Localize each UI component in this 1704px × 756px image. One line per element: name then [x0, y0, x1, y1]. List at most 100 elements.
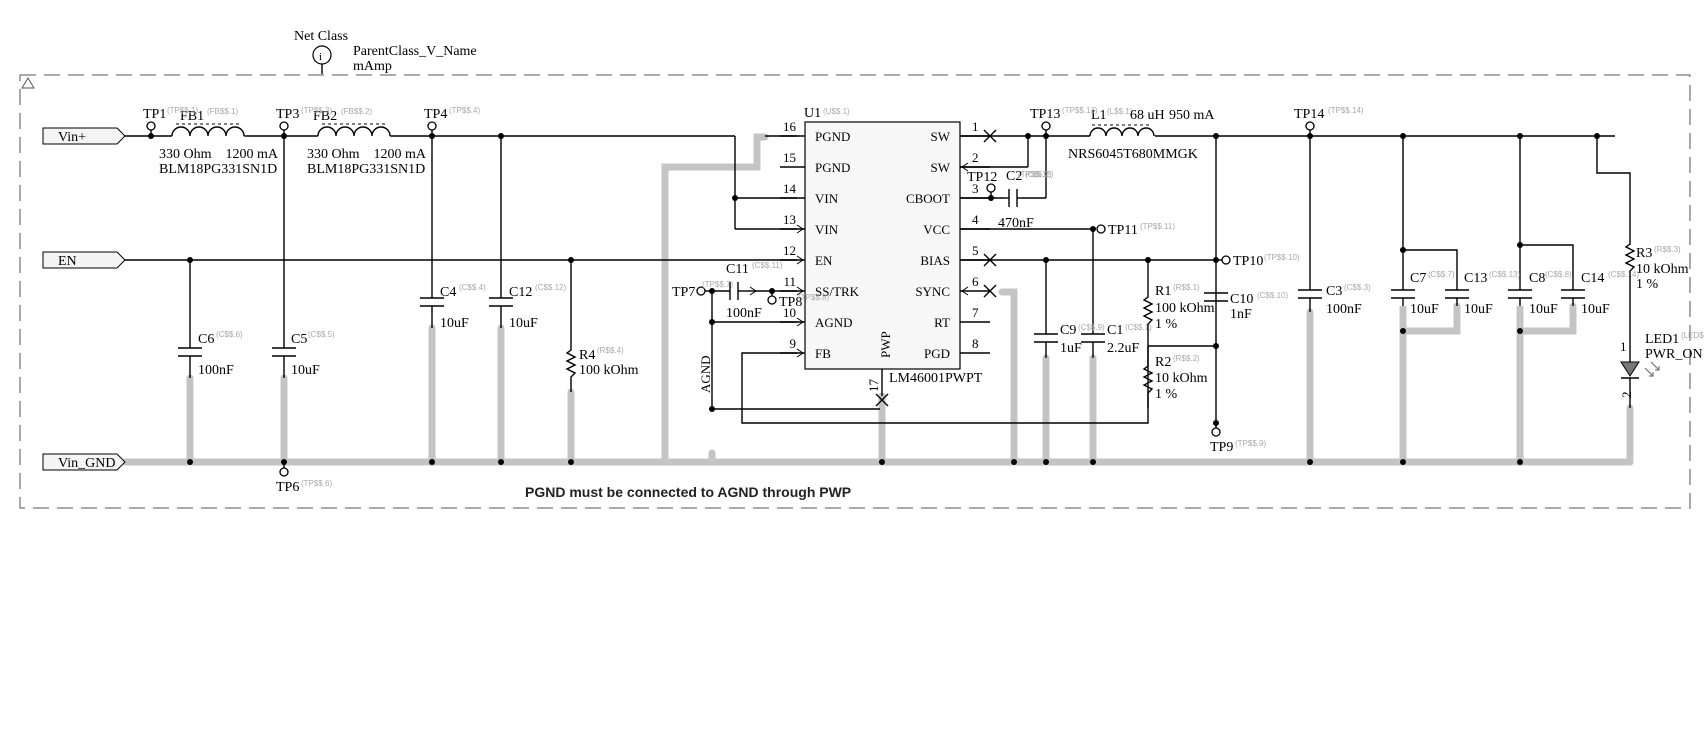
u1-ref: U1 — [804, 106, 821, 121]
u1-pin-9[interactable]: 9FB — [780, 336, 831, 361]
u1-pin-num: 8 — [972, 336, 979, 351]
testpoint-tp7[interactable]: TP7 (TP$$.7) — [672, 280, 733, 300]
c7-ref-small: (C$$.7) — [1428, 270, 1455, 279]
c5-ref-small: (C$$.5) — [308, 330, 335, 339]
testpoint-tp3[interactable]: TP3 (TP$$.3) — [276, 106, 332, 131]
c10-ref: C10 — [1230, 292, 1253, 307]
resistor-r2[interactable]: R2 (R$$.2) 10 kOhm 1 % — [1142, 354, 1208, 408]
inductor-l1[interactable]: L1 (L$$.1) 68 uH 950 mA NRS6045T680MMGK — [1068, 107, 1215, 162]
c3-value: 100nF — [1326, 302, 1362, 317]
u1-pin-1[interactable]: 1SW — [931, 119, 991, 144]
u1-pin-num: 14 — [783, 181, 797, 196]
resistor-r3[interactable]: R3 (R$$.3) 10 kOhm 1 % — [1624, 240, 1689, 296]
c8-value: 10uF — [1529, 302, 1558, 317]
u1-pin-num: 12 — [783, 243, 796, 258]
u1-pin-num: 16 — [783, 119, 797, 134]
testpoint-tp12[interactable]: TP12 (TP$$.12) — [967, 170, 1054, 193]
c10-ref-small: (C$$.10) — [1257, 291, 1288, 300]
u1-pin-7[interactable]: 7RT — [934, 305, 990, 330]
port-gnd[interactable]: Vin_GND — [42, 453, 126, 471]
c14-ref: C14 — [1581, 271, 1604, 286]
ic-u1[interactable]: U1 (U$$.1) LM46001PWPT PWP AGND 17 16PGN… — [698, 106, 997, 407]
capacitor-c13[interactable]: C13 (C$$.13) 10uF — [1445, 270, 1520, 317]
sheet-frame — [19, 74, 1691, 509]
u1-part: LM46001PWPT — [889, 371, 983, 386]
capacitor-c1[interactable]: C1 (C$$.1) 2.2uF — [1081, 323, 1152, 358]
u1-pin-num: 5 — [972, 243, 979, 258]
testpoint-tp14[interactable]: TP14 (TP$$.14) — [1294, 106, 1364, 131]
testpoint-tp8[interactable]: TP8 (TP$$.8) — [767, 293, 829, 310]
testpoint-tp6[interactable]: TP6 (TP$$.6) — [276, 467, 332, 495]
tp3-small: (TP$$.3) — [301, 106, 332, 115]
u1-pin-name: SYNC — [915, 284, 950, 299]
ferrite-bead-fb1[interactable]: FB1 (FB$$.1) 330 Ohm 1200 mA BLM18PG331S… — [159, 107, 279, 177]
r3-ref: R3 — [1636, 246, 1652, 261]
led1-pin1: 1 — [1620, 339, 1627, 354]
tp12-small: (TP$$.12) — [1018, 170, 1054, 179]
l1-ref: L1 — [1091, 108, 1107, 123]
capacitor-c9[interactable]: C9 (C$$.9) 1uF — [1034, 323, 1105, 358]
resistor-r4[interactable]: R4 (R$$.4) 100 kOhm — [565, 346, 639, 392]
tp8-small: (TP$$.8) — [798, 293, 829, 302]
capacitor-c14[interactable]: C14 (C$$.14) 10uF — [1561, 270, 1639, 317]
net-class-value: mAmp — [353, 59, 392, 74]
fb2-part: BLM18PG331SN1D — [307, 162, 425, 177]
port-en-label: EN — [58, 254, 77, 269]
u1-pin-num: 9 — [790, 336, 797, 351]
port-en[interactable]: EN — [42, 251, 126, 269]
testpoint-tp9[interactable]: TP9 (TP$$.9) — [1210, 427, 1266, 455]
c14-value: 10uF — [1581, 302, 1610, 317]
capacitor-c8[interactable]: C8 (C$$.8) 10uF — [1508, 270, 1572, 317]
u1-pin-name: SW — [931, 160, 951, 175]
port-vin[interactable]: Vin+ — [42, 127, 126, 145]
capacitor-c12[interactable]: C12 (C$$.12) 10uF — [489, 283, 566, 331]
tp14-label: TP14 — [1294, 107, 1324, 122]
resistor-r1[interactable]: R1 (R$$.1) 100 kOhm 1 % — [1142, 283, 1215, 334]
r2-tol: 1 % — [1155, 387, 1178, 402]
c9-ref: C9 — [1060, 323, 1076, 338]
testpoint-tp10[interactable]: TP10 (TP$$.10) — [1216, 253, 1300, 269]
capacitor-c5[interactable]: C5 (C$$.5) 10uF — [272, 330, 335, 378]
c12-ref: C12 — [509, 285, 532, 300]
capacitor-c11[interactable]: C11 (C$$.11) 100nF — [726, 261, 783, 321]
testpoint-tp11[interactable]: TP11 (TP$$.11) — [1096, 222, 1175, 238]
testpoint-tp4[interactable]: TP4 (TP$$.4) — [424, 106, 480, 131]
u1-pin-name: CBOOT — [906, 191, 950, 206]
u1-pin-num: 6 — [972, 274, 979, 289]
led-led1[interactable]: 1 2 LED1 (LED$$.1) PWR_ON — [1619, 331, 1704, 398]
capacitor-c3[interactable]: C3 (C$$.3) 100nF — [1298, 283, 1371, 317]
net-class-symbol[interactable]: Net Class i ParentClass_V_Name mAmp — [294, 29, 477, 74]
u1-pin-2[interactable]: 2SW — [931, 150, 991, 175]
testpoint-tp13[interactable]: TP13 (TP$$.13) — [1030, 106, 1098, 131]
testpoint-tp1[interactable]: TP1 (TP$$.1) — [143, 106, 198, 131]
led1-ref-small: (LED$$.1) — [1681, 331, 1704, 340]
ferrite-bead-fb2[interactable]: FB2 (FB$$.2) 330 Ohm 1200 mA BLM18PG331S… — [307, 107, 427, 177]
capacitor-c4[interactable]: C4 (C$$.4) 10uF — [420, 283, 486, 331]
tp10-label: TP10 — [1233, 254, 1263, 269]
ground-traces — [121, 133, 1634, 466]
capacitor-c10[interactable]: C10 (C$$.10) 1nF — [1204, 291, 1288, 322]
capacitor-c6[interactable]: C6 (C$$.6) 100nF — [178, 330, 243, 378]
c4-ref-small: (C$$.4) — [459, 283, 486, 292]
tp11-small: (TP$$.11) — [1140, 222, 1175, 231]
tp4-label: TP4 — [424, 107, 447, 122]
capacitor-c2[interactable]: C2 (C$$.2) 470nF — [998, 169, 1052, 231]
u1-ref-small: (U$$.1) — [823, 107, 850, 116]
capacitor-c7[interactable]: C7 (C$$.7) 10uF — [1391, 270, 1455, 317]
u1-pin-name: PGND — [815, 160, 850, 175]
u1-pin-num: 7 — [972, 305, 979, 320]
